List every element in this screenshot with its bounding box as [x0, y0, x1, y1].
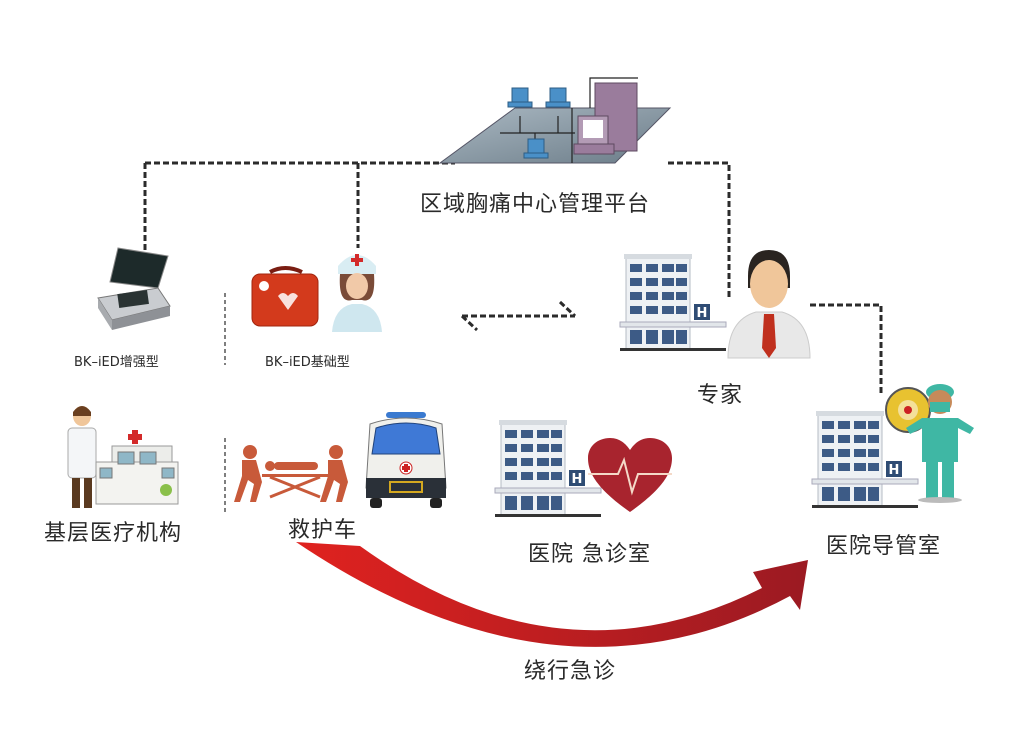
expert-label: 专家: [697, 383, 744, 408]
nurse-icon: [332, 254, 382, 332]
device-enhanced-label: BK–iED增强型: [74, 355, 159, 370]
device-basic-label: BK–iED基础型: [265, 355, 350, 370]
svg-text:H: H: [697, 306, 708, 321]
hospital-building-icon: H: [494, 420, 602, 517]
stretcher-team-icon: [234, 445, 348, 502]
hospital-building-icon: H: [619, 254, 727, 351]
node-cathlab-label: 医院导管室: [826, 534, 942, 559]
ecg-device-case-icon: [97, 247, 171, 330]
connector-platform-to-expert: [668, 161, 731, 300]
node-er-label: 医院 急诊室: [528, 542, 651, 567]
hospital-building-icon: H: [811, 411, 919, 508]
doctor-icon: [67, 406, 97, 508]
svg-text:H: H: [889, 463, 900, 478]
network-platform-icon: [438, 77, 672, 164]
node-ambulance-label: 救护车: [288, 518, 358, 543]
connector-expert-to-cathlab: [810, 303, 883, 395]
ambulance-icon: [365, 412, 447, 508]
heart-ecg-icon: [588, 438, 672, 512]
svg-text:H: H: [572, 472, 583, 487]
clinic-building-icon: [95, 430, 179, 505]
doctor-expert-icon: [727, 250, 811, 359]
node-primary-care-label: 基层医疗机构: [44, 521, 183, 546]
bypass-label: 绕行急诊: [524, 659, 617, 684]
surgeon-icon: [885, 384, 974, 503]
medical-bag-icon: [251, 266, 319, 327]
platform-label: 区域胸痛中心管理平台: [420, 192, 651, 217]
